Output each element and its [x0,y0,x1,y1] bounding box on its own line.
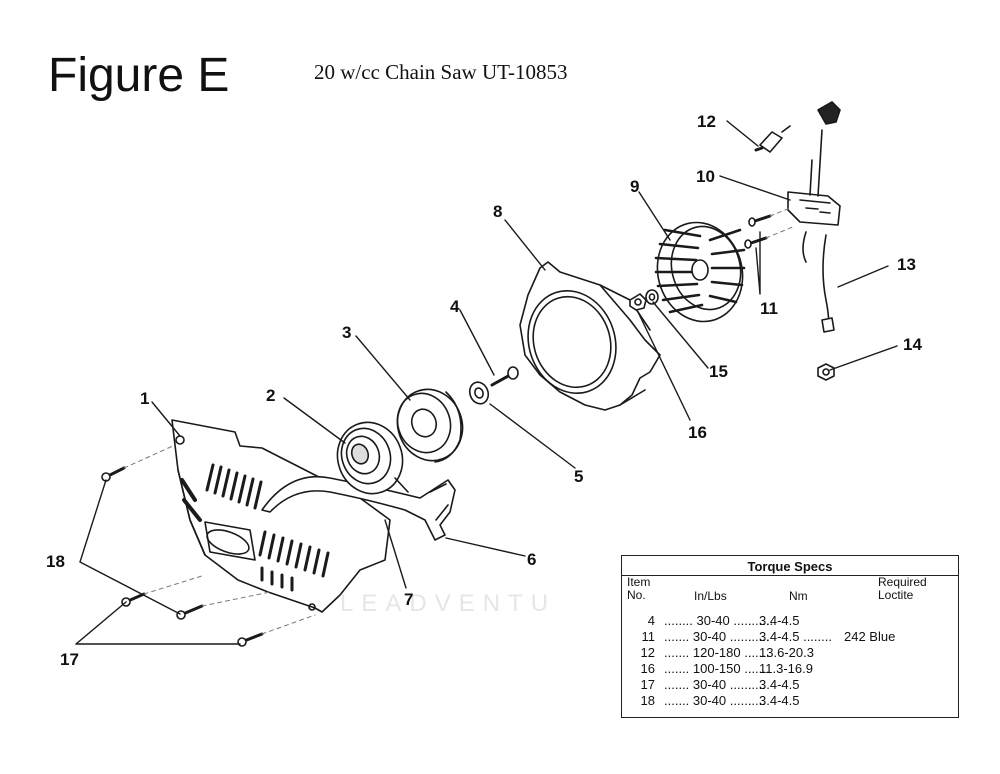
part-pulley [396,388,464,463]
part-washer-5 [468,381,490,405]
callout-18: 18 [46,552,65,571]
header-item-no: Item No. [627,575,651,602]
part-ignition-lead [802,231,835,333]
callout-13: 13 [897,255,916,274]
torque-row: 16 ....... 100-150 .......11.3-16.9 [622,661,958,677]
part-recoil-spring [336,421,409,495]
callout-3: 3 [342,323,351,342]
torque-inlbs: ....... 30-40 .......... [664,693,766,708]
torque-nm: 11.3-16.9 [759,661,813,676]
torque-inlbs: ....... 30-40 ........... [664,629,770,644]
torque-nm: 3.4-4.5 [759,677,800,692]
part-fan-housing [519,261,661,411]
torque-nm: 3.4-4.5 [759,693,800,708]
figure-subtitle: 20 w/cc Chain Saw UT-10853 [314,60,568,84]
torque-inlbs: ....... 100-150 ....... [664,661,770,676]
callout-2: 2 [266,386,275,405]
torque-row: 17 ....... 30-40 ..........3.4-4.5 [622,677,958,693]
part-flywheel [654,221,746,323]
part-screw-4 [490,366,519,387]
figure-title: Figure E [48,49,230,102]
torque-row: 4 ........ 30-40 ...........3.4-4.5 [622,613,958,629]
torque-nm: 3.4-4.5 [759,613,800,628]
callout-16: 16 [688,423,707,442]
torque-item-no: 17 [640,677,655,692]
part-screws-11 [744,214,772,249]
torque-item-no: 18 [640,693,655,708]
torque-title-divider [622,575,958,576]
torque-item-no: 4 [647,613,655,628]
callout-9: 9 [630,177,639,196]
part-screws-18 [101,466,204,620]
part-ignition-module [787,129,841,226]
header-inlbs: In/Lbs [694,589,727,603]
callout-1: 1 [140,389,149,408]
torque-inlbs: ....... 30-40 .......... [664,677,766,692]
callout-17: 17 [60,650,79,669]
callout-4: 4 [450,297,460,316]
part-nut-14 [817,363,835,381]
callout-6: 6 [527,550,536,569]
part-nut-16 [629,293,647,311]
watermark: LEADVENTU [340,590,557,617]
part-starter-housing [171,419,391,613]
callout-7: 7 [404,590,413,609]
torque-inlbs: ....... 120-180 ....... [664,645,770,660]
torque-row: 18 ....... 30-40 ..........3.4-4.5 [622,693,958,709]
torque-nm: 3.4-4.5 ........ [759,629,832,644]
part-screws-17 [121,592,264,647]
torque-item-no: 11 [641,629,656,644]
callout-10: 10 [696,167,715,186]
torque-item-no: 16 [640,661,655,676]
torque-specs-title: Torque Specs [747,559,833,574]
callout-11: 11 [760,299,778,318]
part-spark-plug [754,101,841,153]
torque-item-no: 12 [640,645,655,660]
torque-nm: 13.6-20.3 [759,645,814,660]
callout-15: 15 [709,362,728,381]
header-nm: Nm [789,589,808,603]
torque-loctite: 242 Blue [844,629,896,644]
torque-inlbs: ........ 30-40 ........... [664,613,774,628]
callout-5: 5 [574,467,583,486]
torque-row: 12 ....... 120-180 .......13.6-20.3 [622,645,958,661]
part-washer-15 [645,289,659,305]
header-loctite: Required Loctite [878,575,927,602]
torque-row: 11 ....... 30-40 ...........3.4-4.5 .....… [622,629,958,645]
callout-12: 12 [697,112,716,131]
callout-8: 8 [493,202,502,221]
torque-specs-table: Torque Specs Item No. In/Lbs Nm Required… [621,555,959,718]
callout-14: 14 [903,335,922,354]
